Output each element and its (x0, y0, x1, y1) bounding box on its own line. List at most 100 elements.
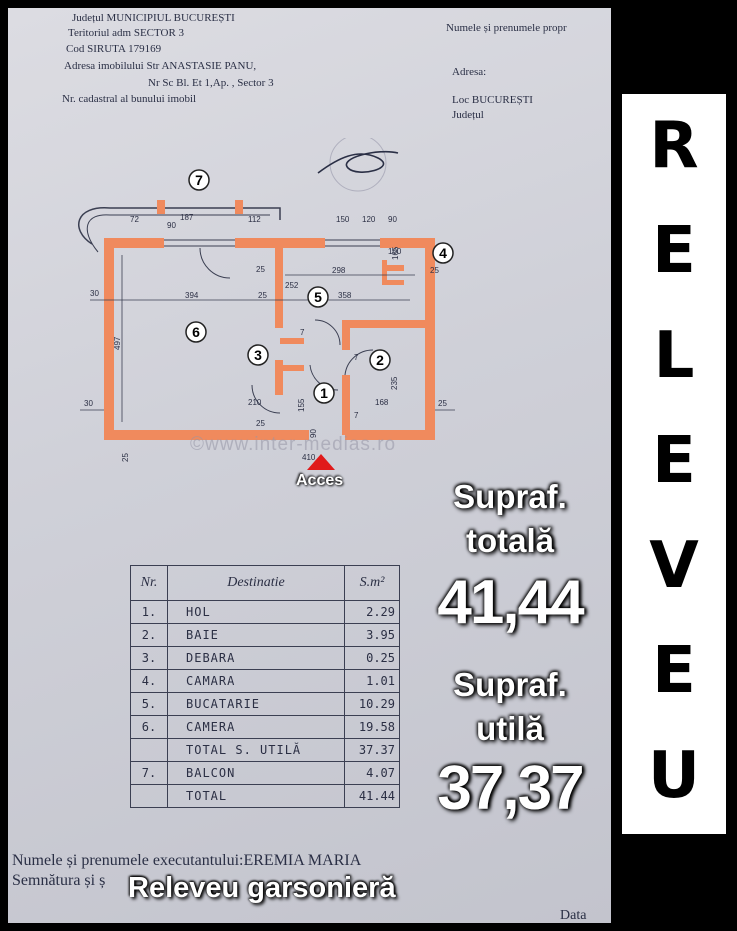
releveu-banner: R E L E V E U (622, 94, 726, 834)
room-marker-3: 3 (247, 344, 269, 366)
cell-dest: DEBARA (167, 646, 345, 670)
cell-val: 10.29 (344, 692, 400, 716)
room-number: 4 (439, 245, 447, 261)
cell-nr: 6. (130, 715, 168, 739)
dim-label: 235 (390, 376, 399, 390)
dim-label: 394 (185, 291, 199, 300)
header-line: Adresa: (452, 66, 487, 78)
dim-label: 358 (338, 291, 352, 300)
footer-executant: Numele și prenumele executantului:EREMIA… (12, 852, 362, 869)
dim-label: 100 (388, 247, 402, 256)
walls (104, 238, 435, 440)
dim-label: 298 (332, 266, 346, 275)
cell-dest: BAIE (167, 623, 345, 647)
room-marker-1: 1 (313, 382, 335, 404)
dim-label: 90 (167, 221, 176, 230)
room-number: 5 (314, 289, 322, 305)
room-number: 2 (376, 352, 384, 368)
dim-label: 112 (248, 215, 261, 224)
floor-plan: 187 72 90 112 150 120 90 298 358 252 394… (78, 169, 455, 462)
footer-date: Data (560, 908, 587, 923)
balcony-post (235, 200, 243, 214)
dim-label: 25 (256, 265, 265, 274)
header-line: Județul MUNICIPIUL BUCUREȘTI (72, 12, 235, 24)
watermark: ©www.inter-medias.ro (190, 434, 397, 455)
room-marker-7: 7 (188, 169, 210, 191)
col-header-destinatie: Destinatie (167, 565, 345, 601)
dim-label: 25 (430, 266, 439, 275)
banner-letter: L (653, 319, 695, 393)
footer-signature: Semnătura și ș (12, 872, 106, 889)
dim-label: 7 (354, 353, 359, 362)
cell-nr: 5. (130, 692, 168, 716)
dim-label: 25 (121, 453, 130, 462)
cell-dest: BUCATARIE (167, 692, 345, 716)
cell-val: 37.37 (344, 738, 400, 762)
cell-nr: 1. (130, 600, 168, 624)
dimension-lines (80, 255, 455, 422)
col-header-nr: Nr. (130, 565, 168, 601)
header-line: Cod SIRUTA 179169 (66, 43, 162, 55)
dim-label: 7 (354, 411, 359, 420)
cell-nr: 7. (130, 761, 168, 785)
dim-label: 72 (130, 215, 139, 224)
room-marker-2: 2 (369, 349, 391, 371)
dim-label: 25 (256, 419, 265, 428)
cell-dest: BALCON (167, 761, 345, 785)
useful-area-label: utilă (476, 710, 544, 747)
dim-label: 497 (113, 336, 122, 350)
header-line: Loc BUCUREȘTI (452, 94, 533, 106)
banner-letter: V (649, 529, 699, 603)
header-line: Nr Sc Bl. Et 1,Ap. , Sector 3 (148, 77, 274, 89)
cell-nr: 4. (130, 669, 168, 693)
cell-val: 41.44 (344, 784, 400, 808)
cell-nr (130, 738, 168, 762)
cell-val: 4.07 (344, 761, 400, 785)
total-area-label: Supraf. (453, 478, 567, 515)
dim-label: 252 (285, 281, 299, 290)
dim-label: 7 (300, 328, 305, 337)
cell-val: 3.95 (344, 623, 400, 647)
cell-dest: CAMARA (167, 669, 345, 693)
banner-letter: E (652, 424, 696, 498)
room-number: 7 (195, 172, 203, 188)
room-marker-4: 4 (432, 242, 454, 264)
total-area-value: 41,44 (437, 568, 584, 637)
cell-val: 0.25 (344, 646, 400, 670)
windows (164, 239, 380, 247)
banner-letter: U (648, 739, 700, 813)
dim-label: 155 (297, 398, 306, 412)
header-line: Județul (452, 109, 484, 121)
dim-label: 30 (90, 289, 99, 298)
banner-letter: E (652, 214, 696, 288)
cell-val: 19.58 (344, 715, 400, 739)
col-header-suprafata: S.m² (344, 565, 400, 601)
cell-nr: 2. (130, 623, 168, 647)
dim-label: 90 (309, 429, 318, 438)
dim-label: 168 (375, 398, 389, 407)
room-marker-5: 5 (307, 286, 329, 308)
cell-nr (130, 784, 168, 808)
acces-arrow-icon (307, 454, 335, 470)
dimension-labels: 187 72 90 112 150 120 90 298 358 252 394… (84, 213, 447, 462)
header-line: Numele și prenumele propr (446, 22, 567, 34)
cell-dest: CAMERA (167, 715, 345, 739)
cell-val: 1.01 (344, 669, 400, 693)
dim-label: 210 (248, 398, 262, 407)
dim-label: 25 (438, 399, 447, 408)
header-line: Teritoriul adm SECTOR 3 (68, 27, 185, 39)
cell-dest: TOTAL S. UTILĂ (167, 738, 345, 762)
useful-area-label: Supraf. (453, 666, 567, 703)
signature-stamp (317, 138, 399, 192)
dim-label: 165 (391, 246, 400, 260)
banner-letter: E (652, 634, 696, 708)
dim-label: 187 (180, 213, 194, 222)
